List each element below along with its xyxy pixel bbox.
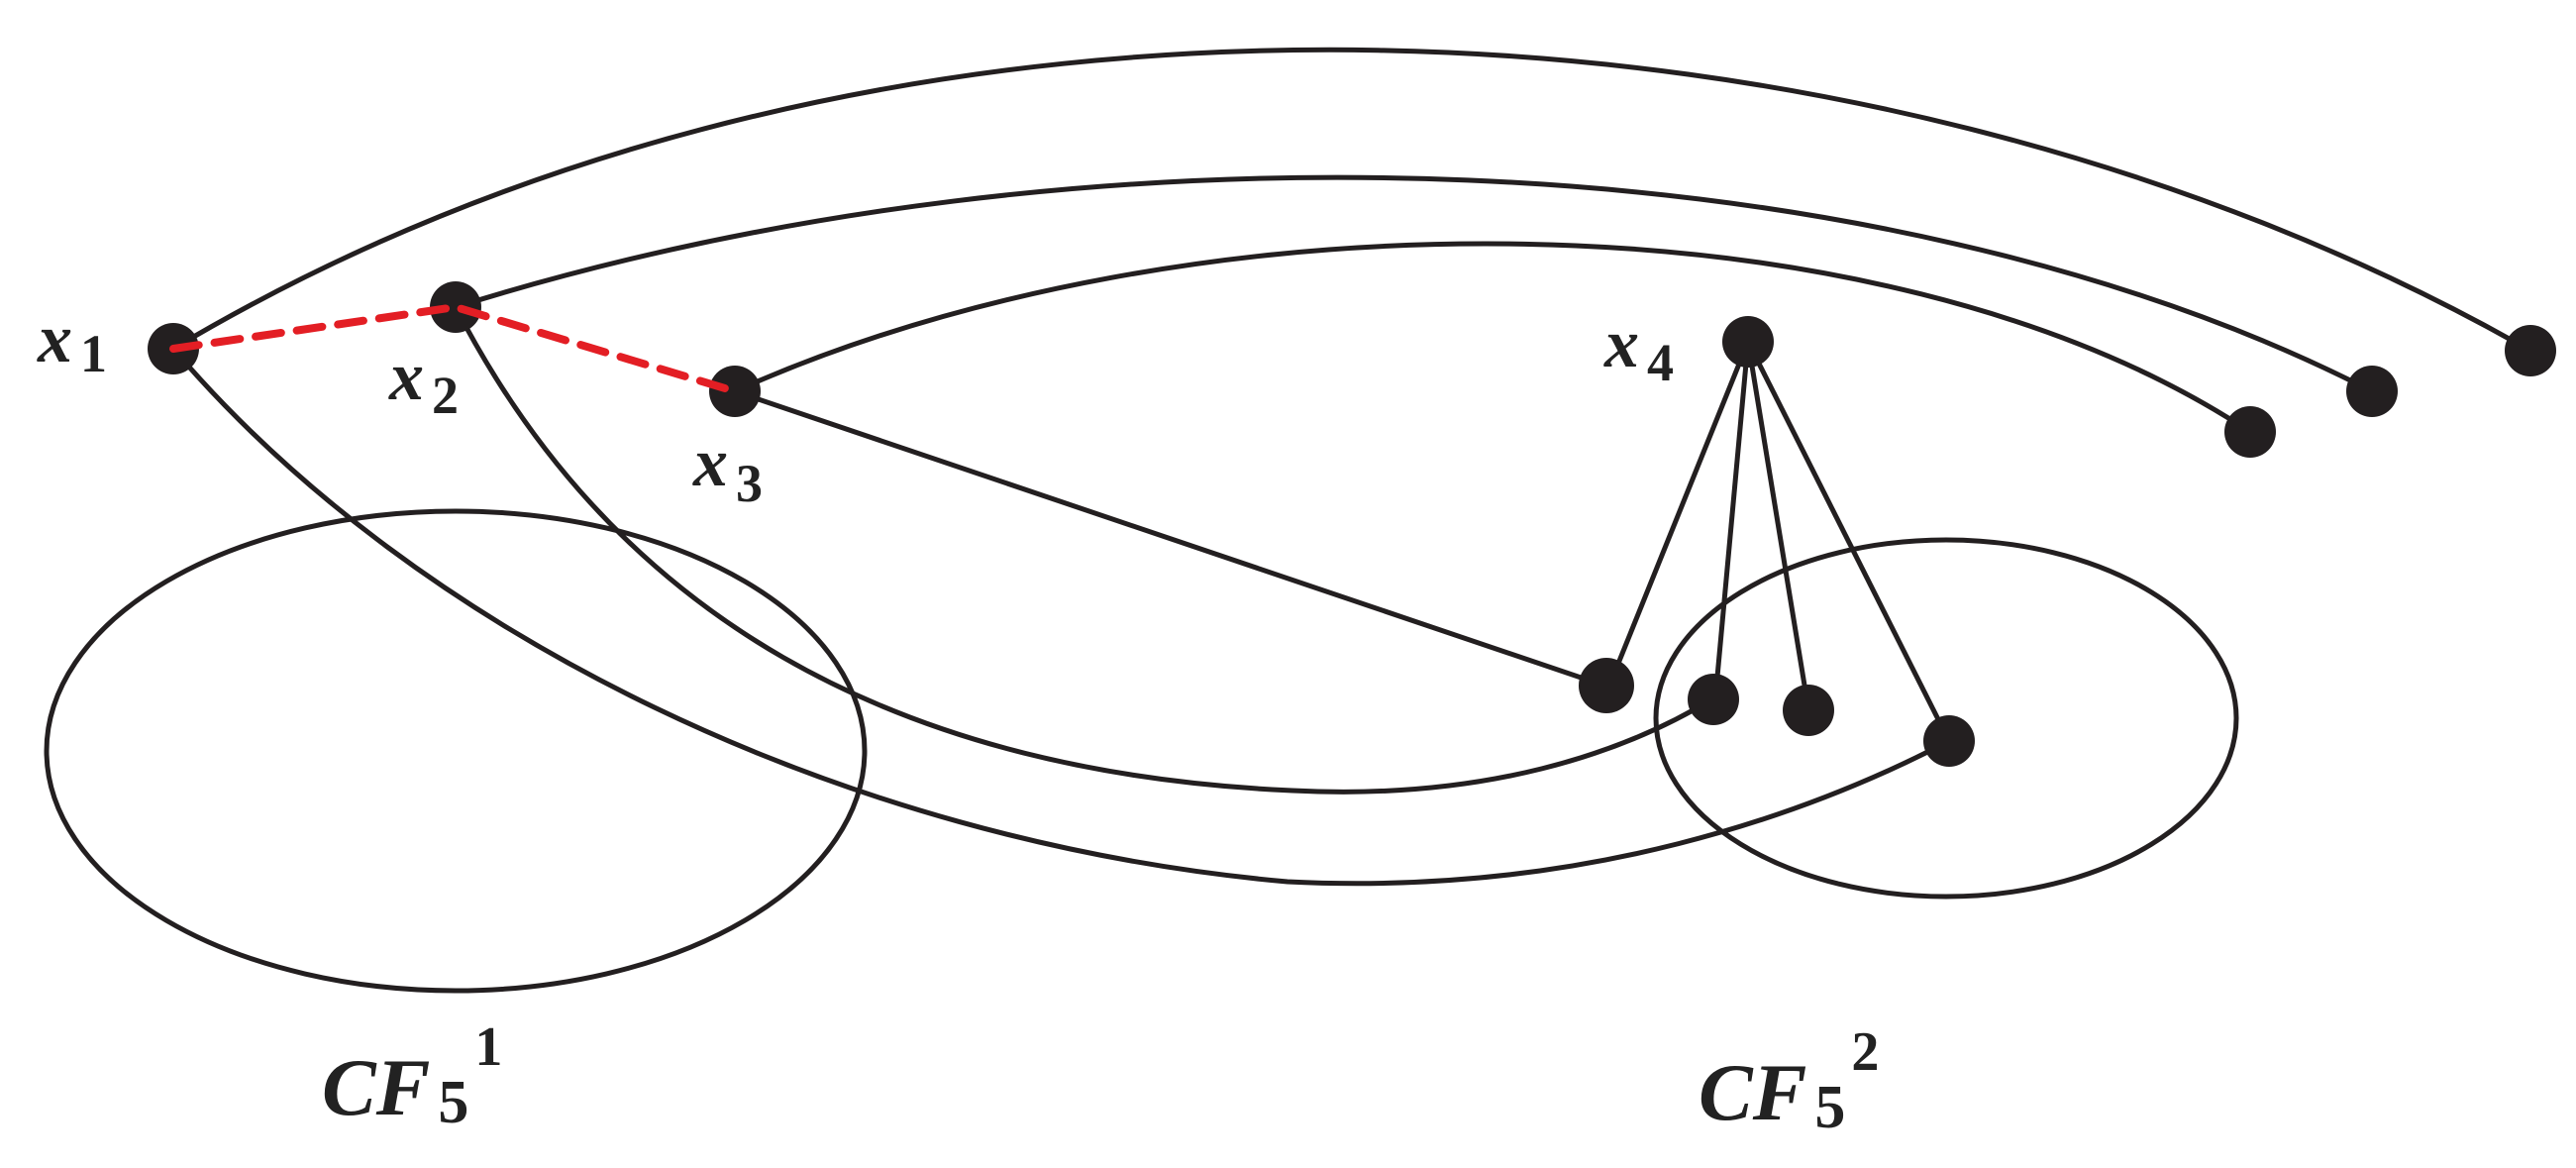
node-right-a	[2224, 406, 2276, 458]
dashed-path-x1-x2-x3	[169, 302, 739, 395]
edge-x1-to-cluster-node-4	[171, 347, 1951, 887]
cluster-cf5-1-ellipse	[44, 508, 868, 994]
node-cluster-2-1	[1579, 658, 1634, 713]
edge-x4-to-cluster-node-4	[1745, 340, 1952, 743]
edge-x3-to-right-node-a	[733, 241, 2252, 435]
edge-x4-to-cluster-node-2	[1712, 341, 1751, 699]
node-right-b	[2346, 366, 2398, 417]
cluster-cf5-2-ellipse	[1653, 537, 2239, 900]
node-cluster-2-4	[1923, 715, 1975, 767]
edge-x3-to-cluster-node-1	[734, 388, 1605, 689]
edge-x4-to-cluster-node-1	[1606, 341, 1751, 687]
node-far-right	[2505, 325, 2556, 376]
edge-x2-to-right-node-b	[455, 174, 2374, 394]
edge-x2-to-cluster-node-2	[453, 305, 1715, 795]
node-cluster-2-2	[1688, 674, 1739, 725]
edge-x1-to-far-right-node	[171, 47, 2532, 354]
node-x4	[1722, 316, 1774, 368]
node-cluster-2-3	[1783, 685, 1834, 736]
edge-x4-to-cluster-node-3	[1745, 341, 1811, 710]
node-x2	[430, 281, 481, 333]
node-x3	[709, 366, 761, 417]
